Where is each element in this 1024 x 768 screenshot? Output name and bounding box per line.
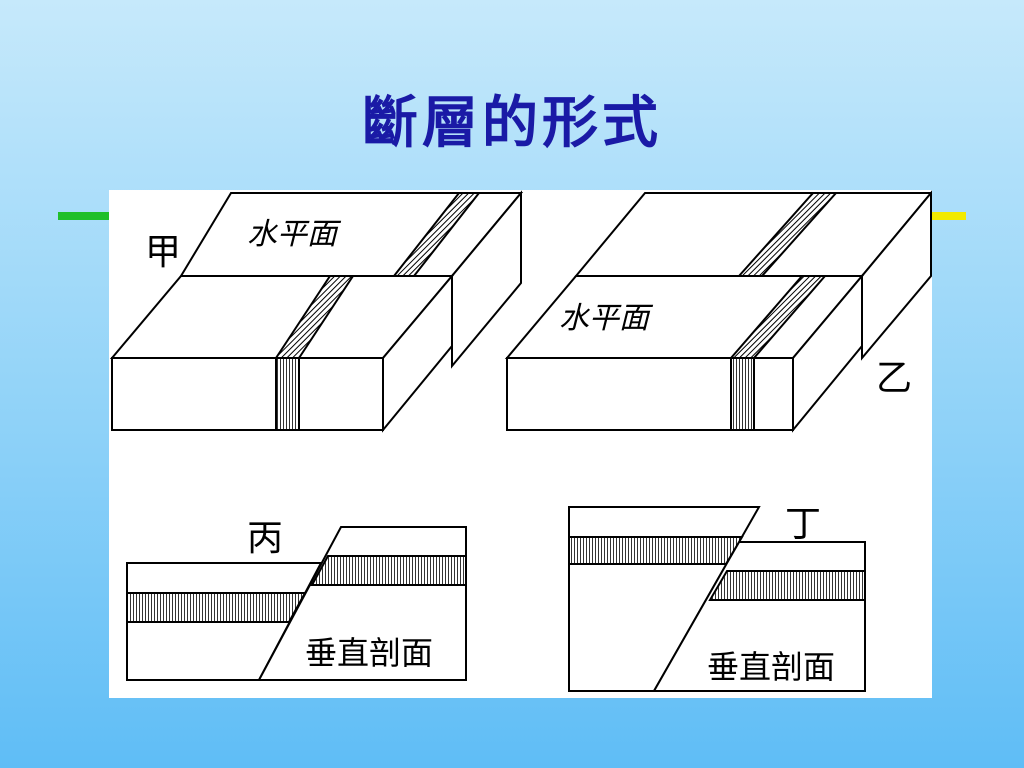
ding-left-stratum (568, 536, 744, 565)
accent-line-left (58, 212, 118, 220)
jia-front-face (111, 357, 384, 431)
label-vertical-section-ding: 垂直剖面 (707, 648, 835, 686)
slide-title: 斷層的形式 (362, 90, 662, 156)
bing-left-stratum (126, 592, 307, 623)
label-yi: 乙 (876, 358, 912, 399)
accent-line-right (928, 212, 966, 220)
label-horizontal-plane-jia: 水平面 (247, 217, 342, 252)
label-jia: 甲 (145, 232, 181, 273)
jia-front-stratum (275, 357, 300, 431)
section-ding (568, 506, 866, 692)
fault-diagram: 甲 水平面 乙 水平面 丙 垂直剖面 丁 垂直剖面 (109, 190, 932, 692)
section-bing (126, 526, 467, 681)
block-jia (109, 190, 524, 433)
bing-right-stratum (310, 555, 467, 586)
label-bing: 丙 (247, 518, 283, 559)
label-ding: 丁 (785, 504, 821, 545)
block-yi (504, 190, 932, 433)
yi-front-stratum (730, 357, 755, 431)
label-horizontal-plane-yi: 水平面 (559, 301, 654, 336)
fault-diagram-panel: 甲 水平面 乙 水平面 丙 垂直剖面 丁 垂直剖面 (109, 190, 932, 698)
ding-right-stratum (708, 570, 866, 601)
label-vertical-section-bing: 垂直剖面 (305, 634, 433, 672)
